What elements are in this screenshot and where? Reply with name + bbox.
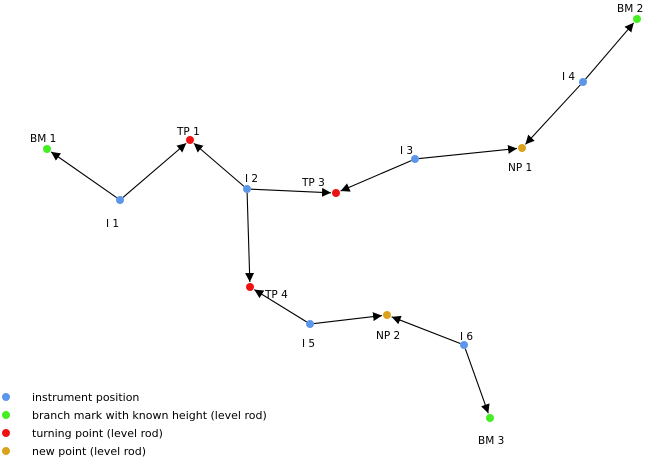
node-i5 xyxy=(306,320,314,328)
edge-i6-to-np2 xyxy=(391,315,461,345)
legend-item-instrument: instrument position xyxy=(0,388,267,406)
node-np1 xyxy=(518,144,526,152)
edge-i4-to-np1 xyxy=(524,84,581,145)
node-i3 xyxy=(411,155,419,163)
edges-layer xyxy=(50,22,635,414)
node-bm2 xyxy=(633,15,641,23)
turning-point-dot-icon xyxy=(2,429,10,437)
edge-i2-to-tp1 xyxy=(193,142,245,187)
node-label-bm1: BM 1 xyxy=(30,133,56,145)
legend-label-instrument: instrument position xyxy=(32,390,140,404)
legend-label-new: new point (level rod) xyxy=(32,444,147,458)
node-label-i6: I 6 xyxy=(460,331,473,343)
legend-item-turning: turning point (level rod) xyxy=(0,424,267,442)
node-label-i2: I 2 xyxy=(245,173,258,185)
edge-i5-to-tp4 xyxy=(253,289,307,323)
node-label-tp4: TP 4 xyxy=(264,289,288,301)
node-label-i5: I 5 xyxy=(302,338,315,350)
legend-item-branch: branch mark with known height (level rod… xyxy=(0,406,267,424)
edge-i1-to-bm1 xyxy=(50,151,118,199)
edge-i2-to-tp3 xyxy=(250,187,332,197)
edge-i1-to-tp1 xyxy=(122,142,187,198)
node-label-tp1: TP 1 xyxy=(176,126,200,138)
edge-i6-to-bm3 xyxy=(464,348,490,414)
node-label-bm3: BM 3 xyxy=(478,435,504,447)
legend-item-new: new point (level rod) xyxy=(0,442,267,460)
node-np2 xyxy=(383,311,391,319)
node-tp1 xyxy=(186,136,194,144)
node-i1 xyxy=(116,196,124,204)
node-i2 xyxy=(243,185,251,193)
node-bm1 xyxy=(43,145,51,153)
node-label-i3: I 3 xyxy=(400,145,413,157)
edge-i2-to-tp4 xyxy=(245,192,255,283)
node-label-tp3: TP 3 xyxy=(301,177,325,189)
legend-label-turning: turning point (level rod) xyxy=(32,426,163,440)
node-label-i1: I 1 xyxy=(106,218,119,230)
nodes-layer: BM 1 I 1 TP 1 I 2 TP 3 I 3 NP 1 I 4 BM 2 TP 4 I 5 N… xyxy=(30,3,643,447)
branch-mark-dot-icon xyxy=(2,411,10,419)
node-label-i4: I 4 xyxy=(562,71,575,83)
legend: instrument position branch mark with kno… xyxy=(0,388,267,460)
node-label-np2: NP 2 xyxy=(376,330,400,342)
instrument-dot-icon xyxy=(2,393,10,401)
legend-label-branch: branch mark with known height (level rod… xyxy=(32,408,267,422)
edge-i3-to-tp3 xyxy=(340,160,412,192)
new-point-dot-icon xyxy=(2,447,10,455)
node-i6 xyxy=(460,341,468,349)
node-bm3 xyxy=(486,414,494,422)
node-tp3 xyxy=(332,189,340,197)
node-i4 xyxy=(579,78,587,86)
node-label-bm2: BM 2 xyxy=(617,3,643,15)
edge-i4-to-bm2 xyxy=(585,22,635,80)
node-tp4 xyxy=(246,283,254,291)
edge-i5-to-np2 xyxy=(313,312,383,325)
node-label-np1: NP 1 xyxy=(508,162,532,174)
edge-i3-to-np1 xyxy=(418,144,518,160)
